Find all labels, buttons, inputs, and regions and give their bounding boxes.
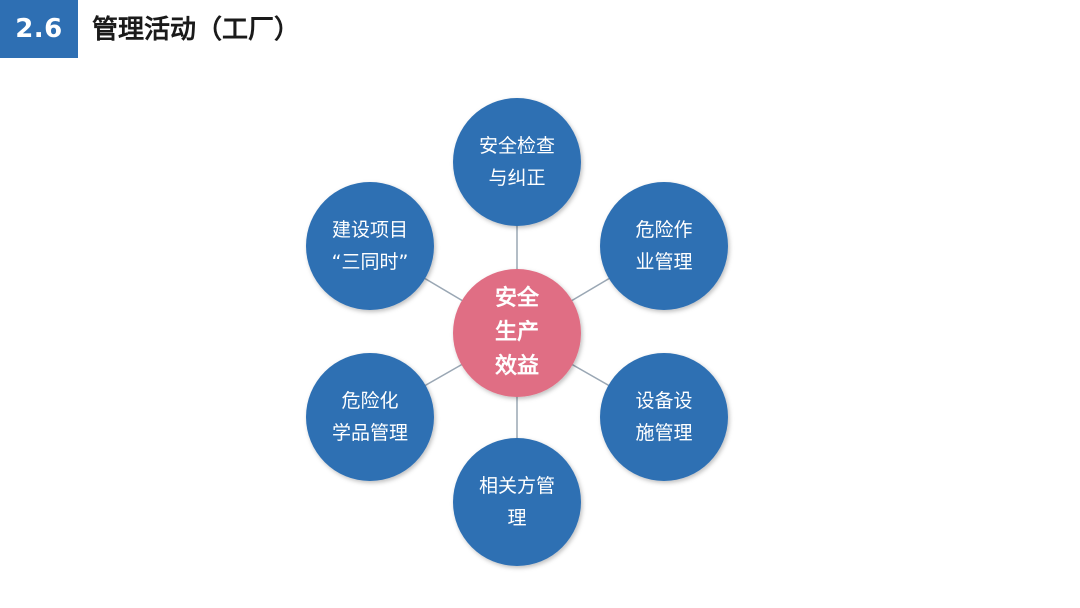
node-circle-related-party — [453, 438, 581, 566]
node-circle-hazardous-chemicals — [306, 353, 434, 481]
node-circle-construction-project — [306, 182, 434, 310]
node-circle-equipment — [600, 353, 728, 481]
section-number-badge: 2.6 — [0, 0, 78, 58]
center-hub-circle — [453, 269, 581, 397]
node-circle-hazardous-work — [600, 182, 728, 310]
node-circle-safety-inspection — [453, 98, 581, 226]
slide-title: 管理活动（工厂） — [92, 15, 301, 45]
